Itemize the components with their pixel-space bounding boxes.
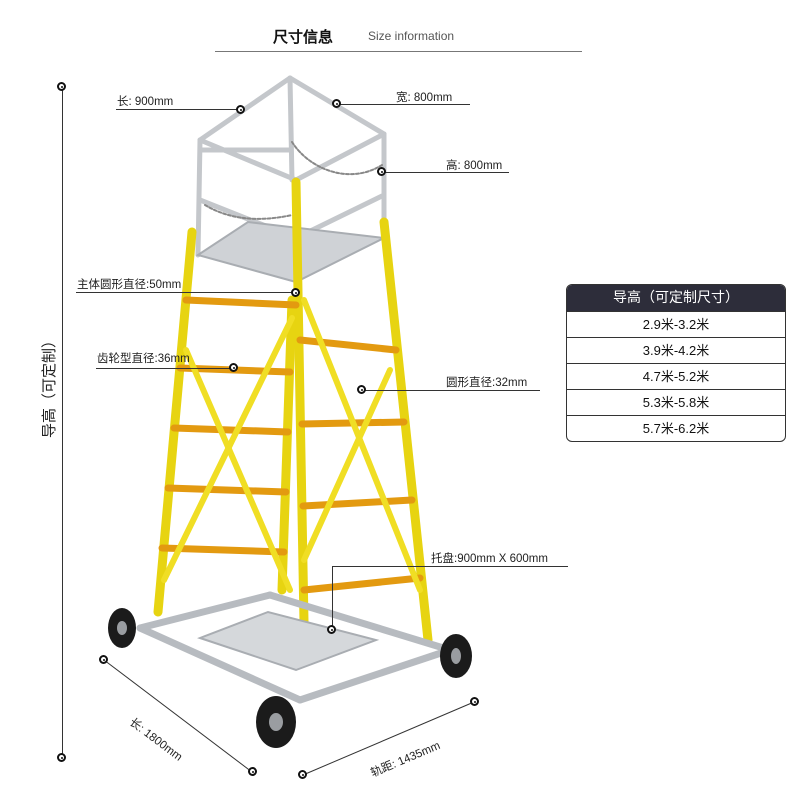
- table-header: 导高（可定制尺寸）: [567, 285, 785, 311]
- header-divider: [215, 51, 582, 52]
- callout-dot-top-length: [236, 105, 245, 114]
- callout-line-tray-horizontal: [332, 566, 568, 567]
- label-rail-height: 高: 800mm: [446, 160, 503, 172]
- label-round-tube: 圆形直径:32mm: [446, 377, 528, 389]
- callout-dot-gear-tube: [229, 363, 238, 372]
- height-dimension-top-dot: [57, 82, 66, 91]
- table-row: 5.7米-6.2米: [567, 415, 785, 441]
- track-start-dot: [298, 770, 307, 779]
- callout-line-gear-tube: [96, 368, 234, 369]
- header-title-en: Size information: [368, 29, 455, 43]
- table-row: 2.9米-3.2米: [567, 311, 785, 337]
- label-main-tube: 主体圆形直径:50mm: [77, 279, 182, 291]
- callout-dot-tray: [327, 625, 336, 634]
- base-length-start-dot: [99, 655, 108, 664]
- callout-dot-top-width: [332, 99, 341, 108]
- callout-dot-round-tube: [357, 385, 366, 394]
- callout-line-tray-vertical: [332, 566, 333, 628]
- table-row: 5.3米-5.8米: [567, 389, 785, 415]
- header-title-cn: 尺寸信息: [273, 28, 334, 46]
- callout-line-top-length: [116, 109, 240, 110]
- callout-dot-main-tube: [291, 288, 300, 297]
- label-top-length: 长: 900mm: [117, 96, 174, 108]
- callout-dot-rail-height: [377, 167, 386, 176]
- label-top-width: 宽: 800mm: [396, 92, 453, 104]
- height-dimension-line: [62, 86, 63, 758]
- callout-line-top-width: [340, 104, 470, 105]
- callout-line-rail-height: [385, 172, 509, 173]
- table-row: 4.7米-5.2米: [567, 363, 785, 389]
- callout-line-main-tube: [76, 292, 296, 293]
- height-dimension-bottom-dot: [57, 753, 66, 762]
- track-end-dot: [470, 697, 479, 706]
- table-row: 3.9米-4.2米: [567, 337, 785, 363]
- label-tray: 托盘:900mm X 600mm: [431, 553, 548, 565]
- height-options-table: 导高（可定制尺寸） 2.9米-3.2米 3.9米-4.2米 4.7米-5.2米 …: [566, 284, 786, 442]
- label-gear-tube: 齿轮型直径:36mm: [97, 353, 190, 365]
- base-length-end-dot: [248, 767, 257, 776]
- callout-line-round-tube: [362, 390, 540, 391]
